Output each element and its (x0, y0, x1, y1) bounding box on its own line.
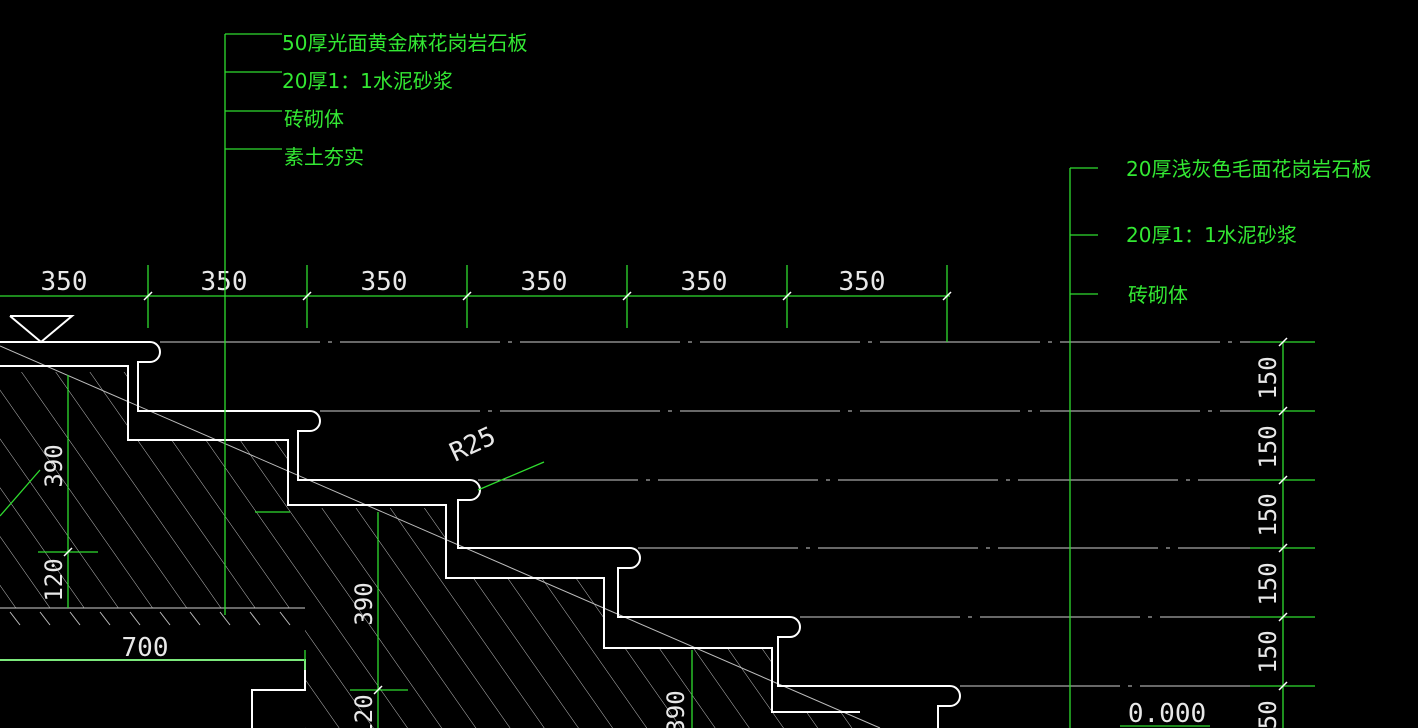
top-dim-2: 350 (201, 267, 248, 297)
soil-hatch (0, 607, 305, 626)
dim-700: 700 (122, 633, 169, 663)
right-callout-leader (1069, 167, 1098, 728)
left-callout-leader (224, 33, 282, 615)
hatch-region-lower-right (628, 648, 860, 728)
level-lines (160, 341, 1250, 687)
right-dim-6: 150 (1254, 700, 1282, 728)
hatch-region-upper (0, 372, 305, 608)
right-dim-2: 150 (1254, 425, 1282, 468)
top-dim-3: 350 (361, 267, 408, 297)
mid-dim-390: 390 (350, 582, 378, 625)
top-dim-4: 350 (521, 267, 568, 297)
radius-leader (477, 461, 545, 491)
left-callout-layer-1: 50厚光面黄金麻花岗岩石板 (282, 31, 527, 55)
left-callout-layer-4: 素土夯实 (284, 145, 364, 169)
right-callout-layer-3: 砖砌体 (1128, 283, 1188, 307)
right-dim-3: 150 (1254, 493, 1282, 536)
radius-label: R25 (445, 421, 500, 468)
elevation-triangle-icon (9, 315, 75, 344)
left-dim-120: 120 (40, 558, 68, 601)
left-callout-layer-3: 砖砌体 (284, 107, 344, 131)
mid-dim-120: 120 (350, 694, 378, 728)
right-callout-layer-1: 20厚浅灰色毛面花岗岩石板 (1126, 157, 1371, 181)
left-dim-390: 390 (40, 444, 68, 487)
mid-vertical-dims (255, 511, 408, 728)
slope-line (0, 345, 881, 728)
lower-dim-390: 390 (662, 690, 690, 728)
dim-700-line (0, 650, 306, 670)
top-dim-6: 350 (839, 267, 886, 297)
right-dimension-chain (1250, 337, 1315, 728)
right-dim-1: 150 (1254, 356, 1282, 399)
top-dim-5: 350 (681, 267, 728, 297)
top-dimension-chain (0, 265, 952, 342)
elevation-label: 0.000 (1128, 699, 1206, 728)
hatch-region-lower (305, 508, 628, 728)
right-dim-4: 150 (1254, 562, 1282, 605)
left-vertical-dims (0, 375, 98, 608)
top-dim-1: 350 (41, 267, 88, 297)
right-dim-5: 150 (1254, 630, 1282, 673)
left-callout-layer-2: 20厚1：1水泥砂浆 (282, 69, 453, 93)
right-callout-layer-2: 20厚1：1水泥砂浆 (1126, 223, 1297, 247)
